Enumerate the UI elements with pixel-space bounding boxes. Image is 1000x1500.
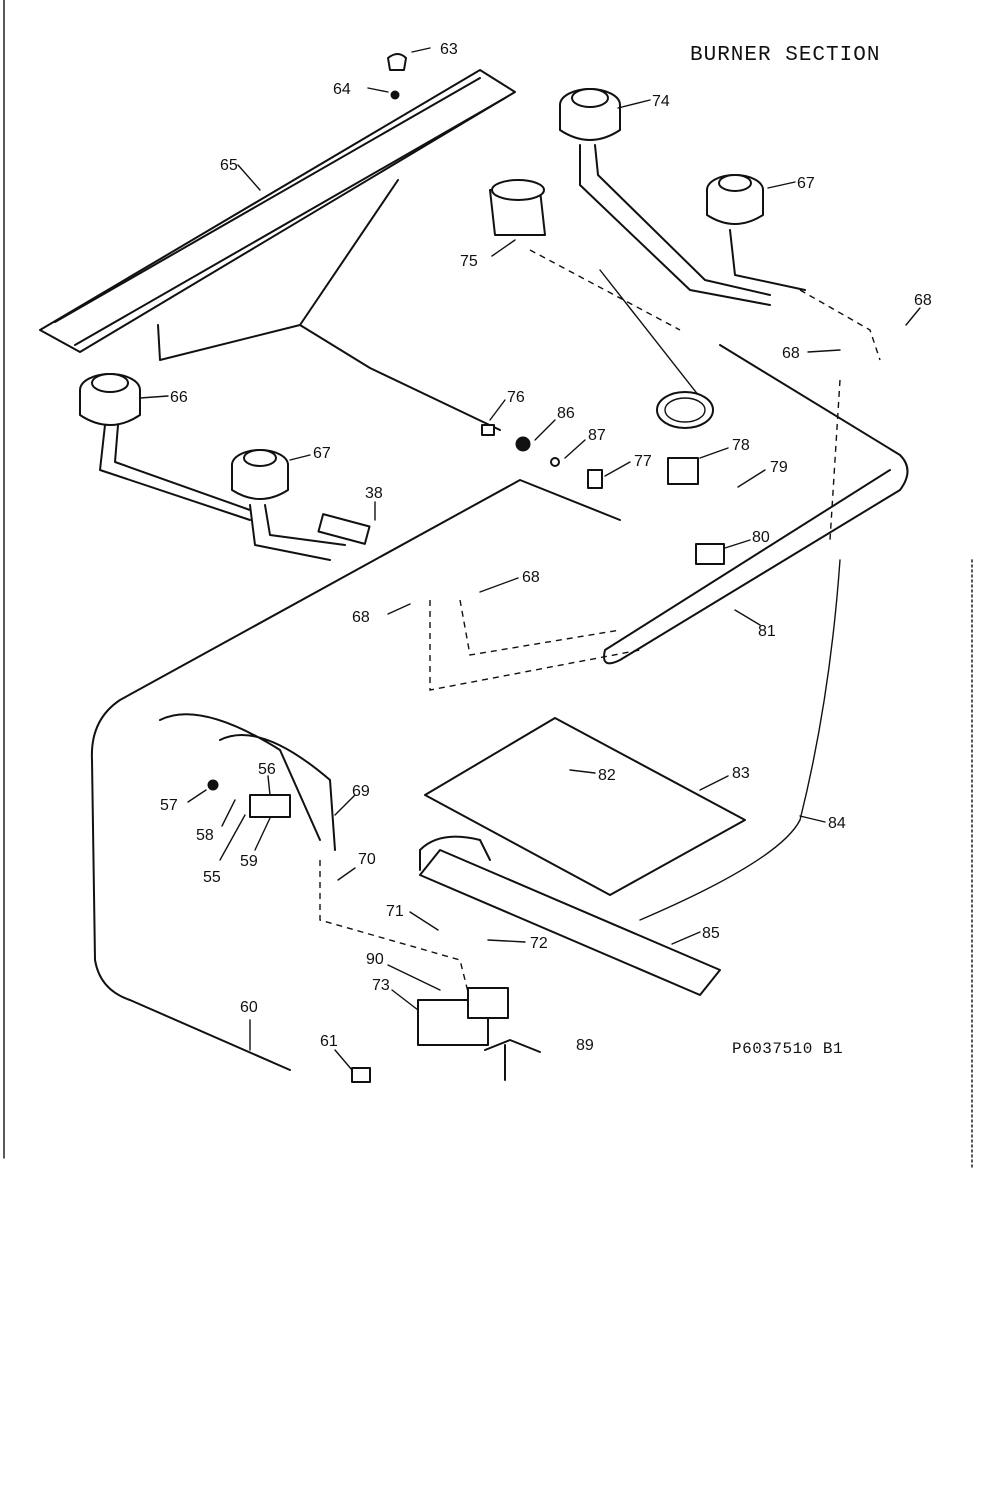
burner-67-right (706, 174, 806, 291)
callout-61: 61 (320, 1033, 338, 1050)
callout-82: 82 (598, 767, 616, 784)
oven-burner (419, 849, 721, 996)
oven-burner-elbow (419, 835, 491, 871)
burner-67-left (231, 449, 371, 561)
burner-bracket (39, 53, 516, 353)
callout-79: 79 (770, 459, 788, 476)
callout-67: 67 (313, 445, 331, 462)
fitting-78 (667, 457, 699, 485)
fitting-76 (481, 424, 495, 436)
wire-84 (639, 559, 841, 921)
callout-76: 76 (507, 389, 525, 406)
thermostat (489, 179, 714, 429)
callout-87: 87 (588, 427, 606, 444)
diagram-part-number: P6037510 B1 (732, 1040, 844, 1058)
callout-75: 75 (460, 253, 478, 270)
callout-56: 56 (258, 761, 276, 778)
callout-65: 65 (220, 157, 238, 174)
callout-74: 74 (652, 93, 670, 110)
callout-84: 84 (828, 815, 846, 832)
fitting-77 (587, 469, 603, 489)
callout-72: 72 (530, 935, 548, 952)
ignitor-wires (159, 713, 336, 851)
callout-89: 89 (576, 1037, 594, 1054)
callout-69: 69 (352, 783, 370, 800)
fitting-80 (695, 543, 725, 565)
callout-67: 67 (797, 175, 815, 192)
callout-63: 63 (440, 41, 458, 58)
callout-86: 86 (557, 405, 575, 422)
callout-58: 58 (196, 827, 214, 844)
callout-71: 71 (386, 903, 404, 920)
callout-68: 68 (352, 609, 370, 626)
callout-64: 64 (333, 81, 351, 98)
burner-section-title: BURNER SECTION (690, 44, 881, 67)
callout-60: 60 (240, 999, 258, 1016)
callout-55: 55 (203, 869, 221, 886)
callout-68: 68 (522, 569, 540, 586)
callout-85: 85 (702, 925, 720, 942)
gas-tube (90, 479, 621, 1071)
callout-83: 83 (732, 765, 750, 782)
callout-59: 59 (240, 853, 258, 870)
callout-57: 57 (160, 797, 178, 814)
leader-lines (139, 47, 921, 1071)
callout-labels: 63 64 65 74 67 75 68 68 66 76 86 87 77 7… (160, 41, 932, 1054)
callout-66: 66 (170, 389, 188, 406)
burner-66 (79, 373, 251, 521)
callout-78: 78 (732, 437, 750, 454)
callout-68: 68 (782, 345, 800, 362)
callout-73: 73 (372, 977, 390, 994)
shield-plate (424, 717, 746, 896)
manifold (603, 344, 909, 665)
callout-80: 80 (752, 529, 770, 546)
callout-90: 90 (366, 951, 384, 968)
callout-38: 38 (365, 485, 383, 502)
callout-70: 70 (358, 851, 376, 868)
ignitor-wire (157, 179, 501, 431)
callout-81: 81 (758, 623, 776, 640)
fitting-86 (515, 436, 531, 452)
bracket-89 (484, 1039, 541, 1081)
burner-74 (559, 88, 771, 306)
callout-77: 77 (634, 453, 652, 470)
fitting-61 (351, 1067, 371, 1083)
fitting-87 (550, 457, 560, 467)
callout-68: 68 (914, 292, 932, 309)
